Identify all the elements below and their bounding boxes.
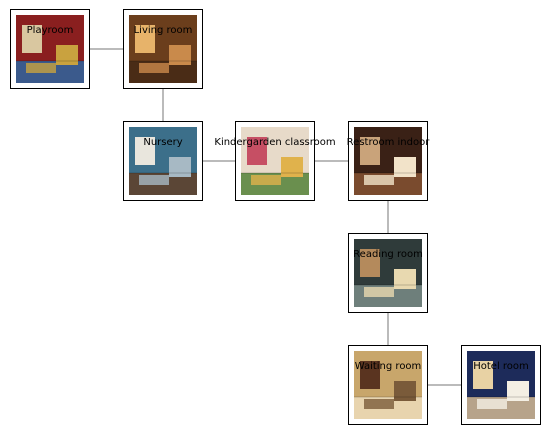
playroom-photo-icon: [16, 15, 84, 83]
living-room-photo-icon: [129, 15, 197, 83]
reading-room-photo-icon: [354, 239, 422, 307]
node-label: Kindergarden classroom: [214, 137, 336, 148]
node-nursery: Nursery: [123, 121, 203, 201]
node-label: Nursery: [143, 137, 183, 148]
node-label: Waiting room: [354, 361, 422, 372]
node-waiting-room: Waiting room: [348, 345, 428, 425]
restroom-photo-icon: [354, 127, 422, 195]
node-label: Restroom indoor: [346, 137, 430, 148]
node-label: Living room: [133, 25, 193, 36]
hotel-room-photo-icon: [467, 351, 535, 419]
node-playroom: Playroom: [10, 9, 90, 89]
node-kindergarden-classroom: Kindergarden classroom: [214, 121, 336, 201]
node-hotel-room: Hotel room: [461, 345, 541, 425]
waiting-room-photo-icon: [354, 351, 422, 419]
kindergarden-photo-icon: [241, 127, 309, 195]
node-label: Hotel room: [473, 361, 529, 372]
node-restroom-indoor: Restroom indoor: [346, 121, 430, 201]
node-label: Reading room: [353, 249, 423, 260]
node-living-room: Living room: [123, 9, 203, 89]
nursery-photo-icon: [129, 127, 197, 195]
node-label: Playroom: [26, 25, 74, 36]
node-reading-room: Reading room: [348, 233, 428, 313]
